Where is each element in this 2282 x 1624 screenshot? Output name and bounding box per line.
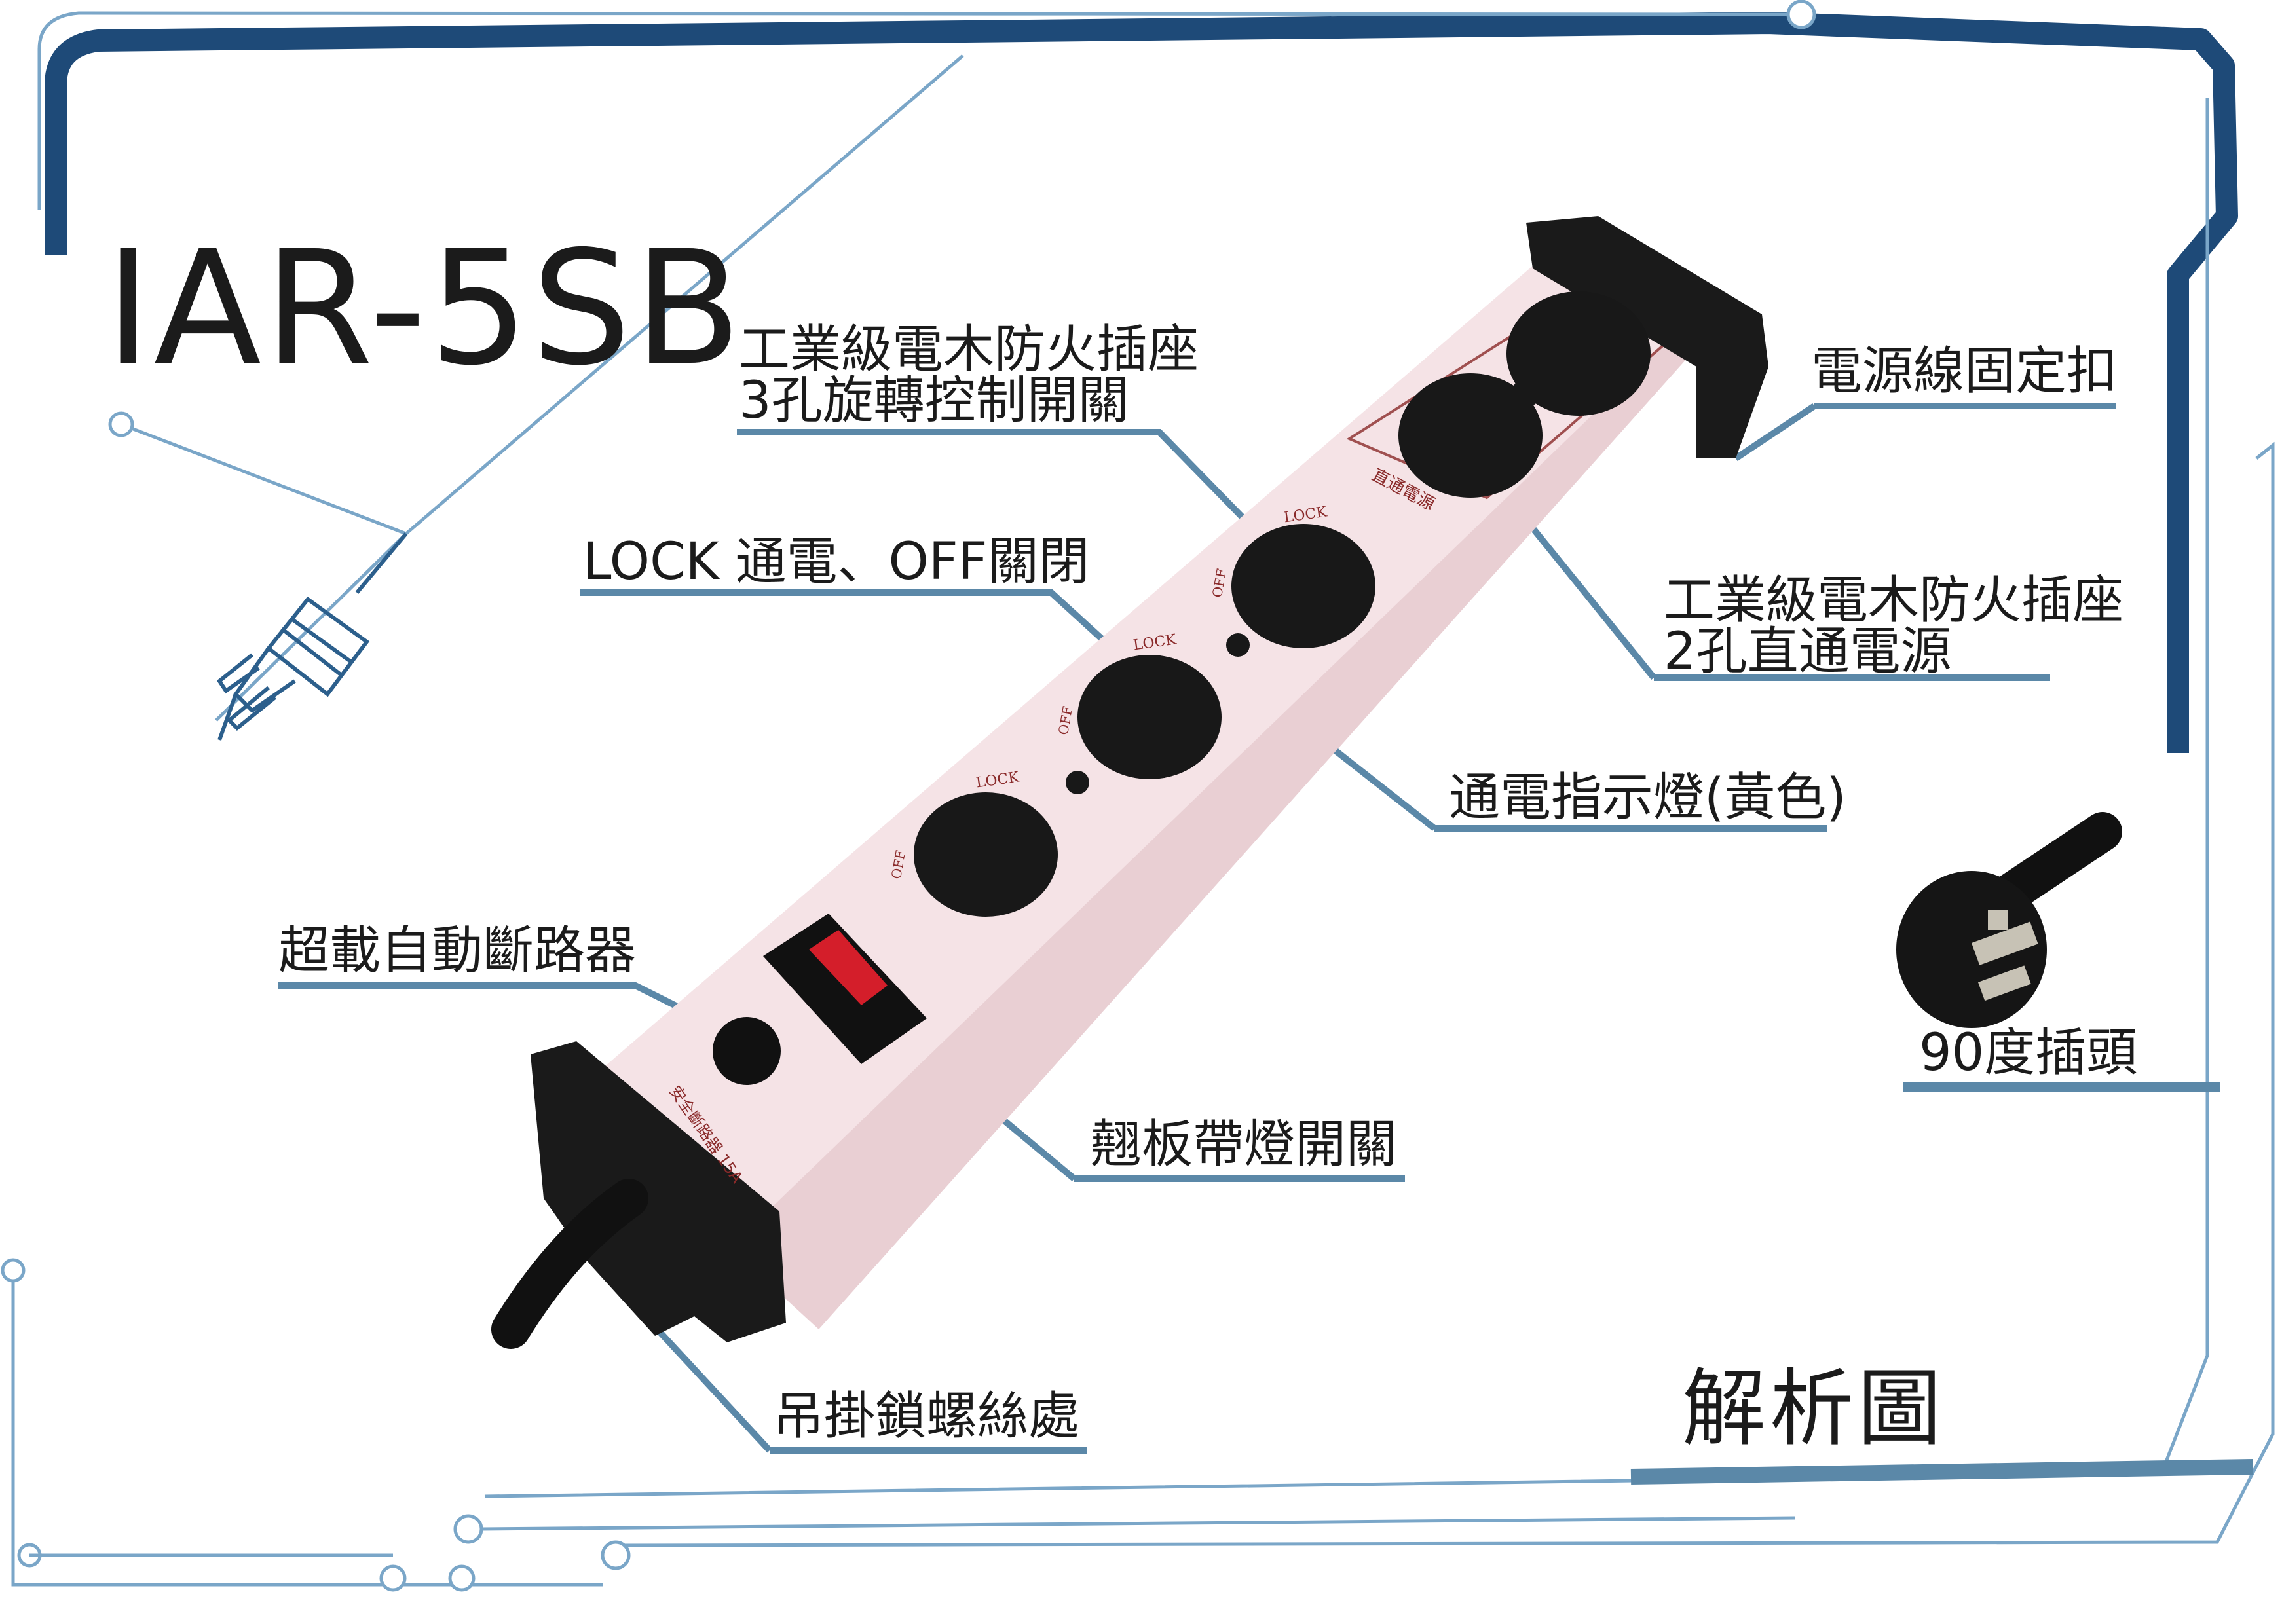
label-socket-3pin-line1: 工業級電木防火插座 (739, 320, 1199, 379)
label-indicator: 通電指示燈(黃色) (1449, 768, 1846, 827)
frame (37, 0, 2275, 1547)
label-socket-3pin: 工業級電木防火插座 3孔旋轉控制開關 (739, 324, 1199, 426)
plug-90-image (1896, 812, 2122, 1028)
label-breaker: 超載自動斷路器 (278, 921, 637, 980)
plug-line-art (216, 532, 408, 741)
label-socket-2pin-line1: 工業級電木防火插座 (1664, 571, 2124, 630)
label-socket-3pin-line2: 3孔旋轉控制開關 (739, 371, 1129, 430)
label-socket-2pin-line2: 2孔直通電源 (1664, 622, 1952, 681)
label-hang-screw: 吊掛鎖螺絲處 (773, 1387, 1080, 1446)
label-socket-2pin: 工業級電木防火插座 2孔直通電源 (1664, 575, 2123, 677)
label-cord-clip: 電源線固定扣 (1811, 342, 2118, 401)
diagram-title: 解析圖 (1682, 1360, 1946, 1458)
power-strip (491, 216, 1768, 1349)
label-rocker-switch: 翹板帶燈開關 (1091, 1115, 1398, 1174)
label-lock-off: LOCK 通電、OFF關閉 (583, 532, 1090, 591)
model-title: IAR-5SB (105, 217, 745, 400)
label-plug-90: 90度插頭 (1919, 1024, 2138, 1082)
